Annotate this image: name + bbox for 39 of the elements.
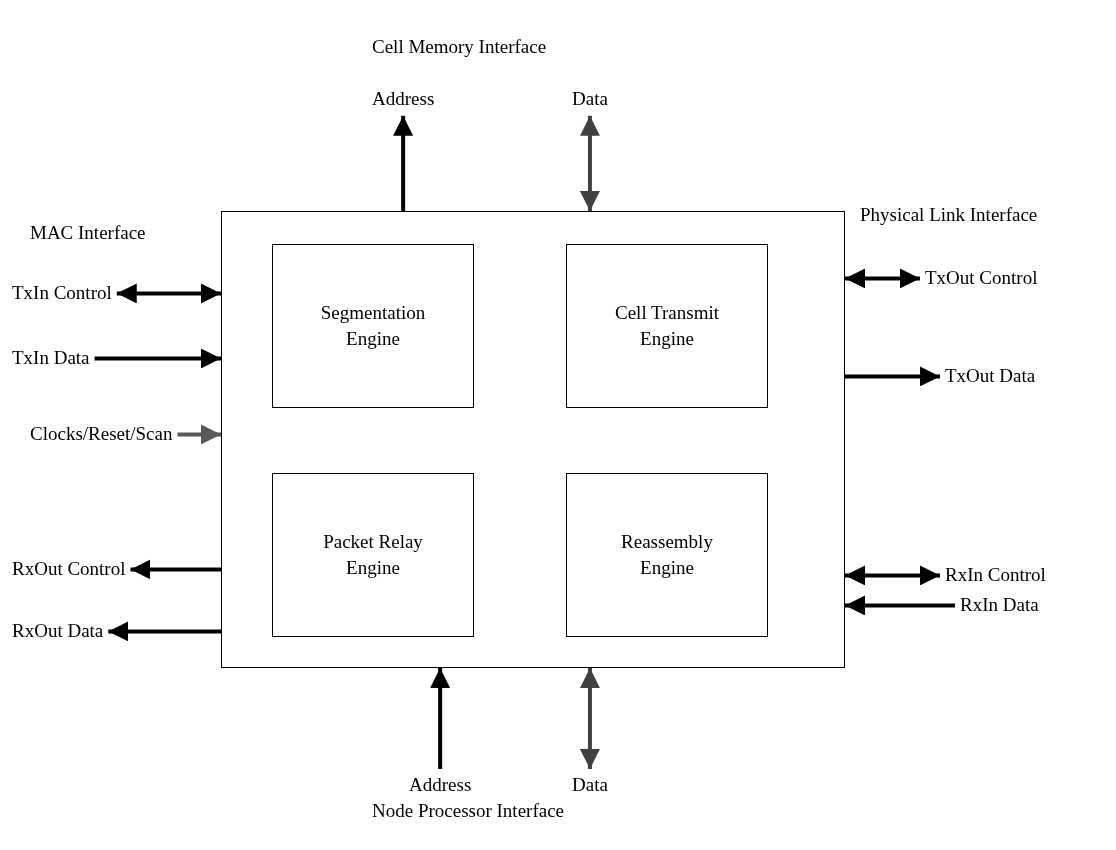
interface-heading: MAC Interface	[30, 222, 146, 245]
arrow	[116, 283, 221, 304]
signal-label: RxIn Data	[960, 594, 1039, 617]
interface-heading: Cell Memory Interface	[372, 36, 547, 59]
signal-label: TxIn Control	[12, 282, 112, 305]
signal-label: RxIn Control	[945, 564, 1046, 587]
engine-box	[272, 473, 474, 637]
engine-name: Segmentation Engine	[319, 301, 427, 351]
signal-label: TxOut Data	[945, 365, 1036, 388]
arrow	[579, 668, 600, 769]
arrow	[94, 348, 221, 369]
chip-box	[221, 211, 845, 668]
signal-label: TxIn Data	[12, 347, 90, 370]
engine-name: Reassembly Engine	[620, 530, 714, 580]
interface-heading: Physical Link Interface	[860, 204, 1038, 227]
signal-label: Address	[372, 88, 435, 111]
arrow	[393, 115, 414, 211]
signal-label: TxOut Control	[925, 267, 1038, 290]
signal-label: Clocks/Reset/Scan	[30, 423, 173, 446]
arrow	[845, 565, 940, 586]
signal-label: Data	[572, 88, 608, 111]
arrow	[845, 595, 955, 616]
arrow	[845, 268, 920, 289]
interface-heading: Node Processor Interface	[372, 800, 565, 823]
arrow	[130, 559, 221, 580]
signal-label: RxOut Data	[12, 620, 104, 643]
signal-label: Data	[572, 774, 608, 797]
arrow	[430, 668, 451, 769]
signal-label: RxOut Control	[12, 558, 126, 581]
arrow	[845, 366, 940, 387]
arrow	[177, 424, 221, 445]
engine-name: Packet Relay Engine	[322, 530, 424, 580]
arrow	[108, 621, 221, 642]
arrow	[579, 115, 600, 211]
signal-label: Address	[409, 774, 472, 797]
engine-box	[566, 244, 768, 408]
engine-box	[566, 473, 768, 637]
engine-box	[272, 244, 474, 408]
engine-name: Cell Transmit Engine	[614, 301, 720, 351]
